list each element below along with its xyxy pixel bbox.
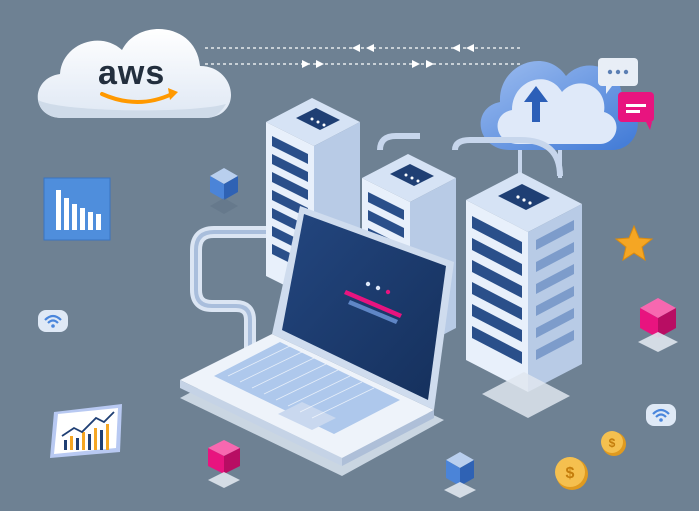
aws-cloud-icon — [37, 29, 231, 119]
cube-icon — [638, 298, 678, 352]
cube-icon — [210, 168, 238, 214]
svg-text:$: $ — [566, 465, 575, 482]
chat-bubble-icon — [598, 58, 654, 130]
star-icon — [614, 224, 654, 262]
cube-icon — [208, 440, 240, 488]
coin-icon: $ — [601, 431, 626, 456]
laptop-keyboard-keys — [227, 345, 375, 419]
svg-text:$: $ — [609, 436, 616, 450]
aws-logo-text: aws — [98, 54, 165, 92]
server-rack-slots — [472, 216, 522, 364]
aws-smile-icon — [100, 88, 178, 104]
wifi-icon — [38, 310, 68, 332]
connection-arrows — [302, 44, 474, 68]
network-cable — [190, 133, 563, 352]
coin-icon: $ — [555, 457, 588, 490]
cube-icon — [444, 452, 476, 498]
server-rack-side-slots — [536, 220, 574, 360]
line-chart-icon — [50, 404, 122, 458]
wifi-icon — [646, 404, 676, 426]
laptop-icon — [180, 206, 454, 476]
connection-lines — [205, 47, 520, 65]
bar-chart-icon — [43, 177, 111, 241]
